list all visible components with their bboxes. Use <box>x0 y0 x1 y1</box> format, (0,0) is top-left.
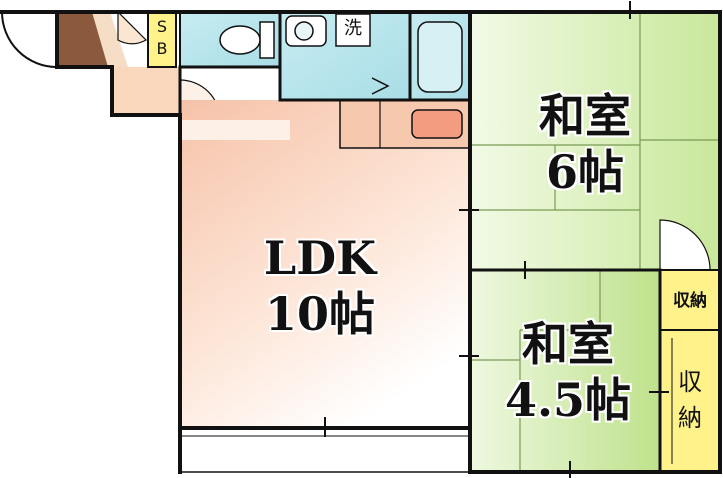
storage-closet-small <box>659 269 721 331</box>
toilet-room <box>179 11 281 68</box>
washitsu-6-room <box>470 12 720 271</box>
storage-tall-label-2: 納 <box>678 404 702 432</box>
ldk-size: 10帖 <box>264 287 375 341</box>
storage-closet-tall <box>659 329 721 473</box>
kitchen-counter <box>339 99 471 149</box>
washitsu-6-name: 和室 <box>539 89 631 143</box>
ldk-room <box>180 100 470 428</box>
laundry-label: 洗 <box>344 18 362 39</box>
washitsu-6-size: 6帖 <box>545 145 624 199</box>
shoe-box-label-s: S <box>156 17 168 36</box>
shoe-box <box>147 11 177 68</box>
shoe-box-label-b: B <box>156 39 168 58</box>
ldk-name: LDK <box>263 231 377 285</box>
washitsu-45-size: 4.5帖 <box>504 373 632 427</box>
storage-small-label: 収納 <box>673 291 707 311</box>
storage-tall-label-1: 収 <box>678 368 702 396</box>
washitsu-45-name: 和室 <box>522 317 614 371</box>
bathroom <box>409 11 471 101</box>
washitsu-45-room <box>470 270 660 472</box>
